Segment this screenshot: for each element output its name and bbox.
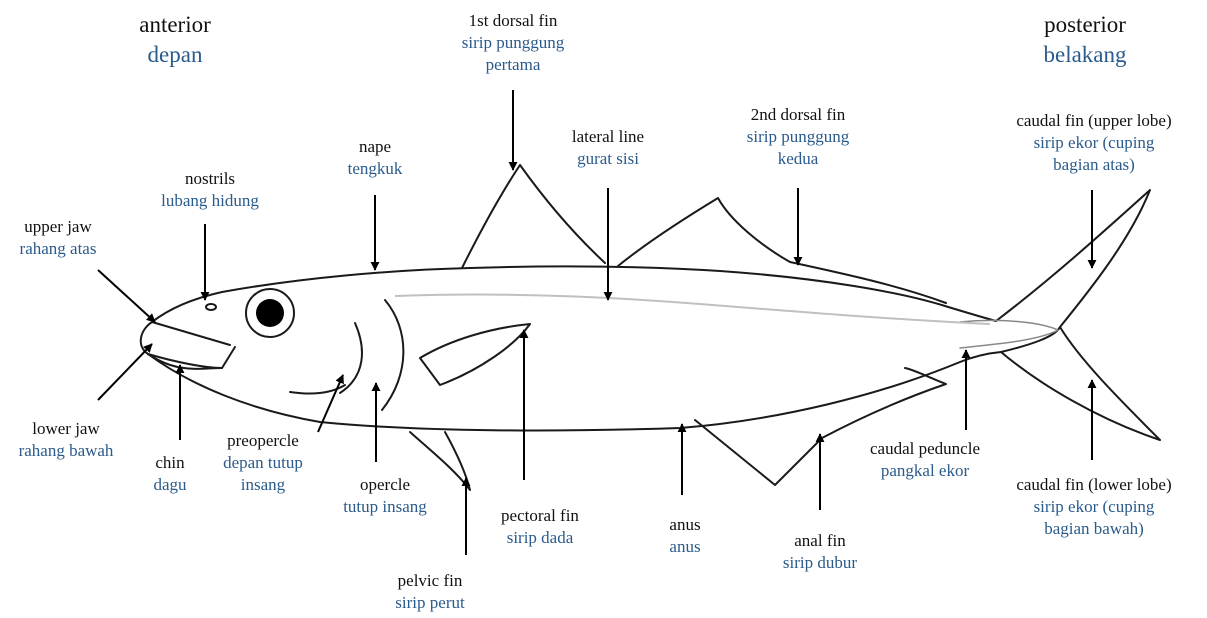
label-chin-id: dagu xyxy=(140,474,200,496)
lateral-line xyxy=(395,294,990,324)
label-anal-fin-en: anal fin xyxy=(765,530,875,552)
label-preopercle-id2: insang xyxy=(208,474,318,496)
label-anterior-en: anterior xyxy=(110,10,240,40)
label-caudal-lower-id2: bagian bawah) xyxy=(990,518,1198,540)
label-preopercle-en: preopercle xyxy=(208,430,318,452)
label-opercle-id: tutup insang xyxy=(322,496,448,518)
label-lower-jaw: lower jaw rahang bawah xyxy=(2,418,130,462)
label-chin: chin dagu xyxy=(140,452,200,496)
eye-pupil xyxy=(256,299,284,327)
label-caudal-upper-id2: bagian atas) xyxy=(990,154,1198,176)
label-upper-jaw-id: rahang atas xyxy=(2,238,114,260)
label-preopercle-id1: depan tutup xyxy=(208,452,318,474)
label-posterior-id: belakang xyxy=(1020,40,1150,70)
label-nape-en: nape xyxy=(325,136,425,158)
label-anus: anus anus xyxy=(655,514,715,558)
label-second-dorsal-fin-en: 2nd dorsal fin xyxy=(718,104,878,126)
fish-belly-outline xyxy=(148,352,1001,430)
label-lateral-line-en: lateral line xyxy=(548,126,668,148)
label-second-dorsal-fin-id1: sirip punggung xyxy=(718,126,878,148)
label-chin-en: chin xyxy=(140,452,200,474)
label-posterior-en: posterior xyxy=(1020,10,1150,40)
arrow-upper-jaw xyxy=(98,270,155,322)
label-caudal-lower-id1: sirip ekor (cuping xyxy=(990,496,1198,518)
label-upper-jaw-en: upper jaw xyxy=(2,216,114,238)
label-preopercle: preopercle depan tutup insang xyxy=(208,430,318,496)
label-lower-jaw-id: rahang bawah xyxy=(2,440,130,462)
arrow-lower-jaw xyxy=(98,344,152,400)
label-first-dorsal-fin-id2: pertama xyxy=(433,54,593,76)
label-opercle-en: opercle xyxy=(322,474,448,496)
nostril-mark xyxy=(206,304,216,310)
preopercle-line xyxy=(340,323,362,393)
label-caudal-upper-en: caudal fin (upper lobe) xyxy=(990,110,1198,132)
label-caudal-upper-id1: sirip ekor (cuping xyxy=(990,132,1198,154)
label-pelvic-fin-en: pelvic fin xyxy=(375,570,485,592)
label-first-dorsal-fin-id1: sirip punggung xyxy=(433,32,593,54)
label-first-dorsal-fin: 1st dorsal fin sirip punggung pertama xyxy=(433,10,593,76)
label-anterior-id: depan xyxy=(110,40,240,70)
label-pectoral-fin-id: sirip dada xyxy=(480,527,600,549)
peduncle-keel xyxy=(960,320,1058,348)
label-nostrils: nostrils lubang hidung xyxy=(140,168,280,212)
label-nostrils-en: nostrils xyxy=(140,168,280,190)
label-pectoral-fin-en: pectoral fin xyxy=(480,505,600,527)
label-lateral-line-id: gurat sisi xyxy=(548,148,668,170)
caudal-fin-outline xyxy=(996,190,1160,440)
label-opercle: opercle tutup insang xyxy=(322,474,448,518)
label-caudal-peduncle: caudal peduncle pangkal ekor xyxy=(850,438,1000,482)
label-anterior: anterior depan xyxy=(110,10,240,70)
label-nape: nape tengkuk xyxy=(325,136,425,180)
label-pectoral-fin: pectoral fin sirip dada xyxy=(480,505,600,549)
label-pelvic-fin-id: sirip perut xyxy=(375,592,485,614)
fish-upper-jaw xyxy=(152,322,230,345)
label-caudal-upper: caudal fin (upper lobe) sirip ekor (cupi… xyxy=(990,110,1198,176)
label-caudal-peduncle-id: pangkal ekor xyxy=(850,460,1000,482)
label-anus-en: anus xyxy=(655,514,715,536)
label-second-dorsal-fin: 2nd dorsal fin sirip punggung kedua xyxy=(718,104,878,170)
label-upper-jaw: upper jaw rahang atas xyxy=(2,216,114,260)
label-lateral-line: lateral line gurat sisi xyxy=(548,126,668,170)
label-caudal-lower: caudal fin (lower lobe) sirip ekor (cupi… xyxy=(990,474,1198,540)
label-posterior: posterior belakang xyxy=(1020,10,1150,70)
label-anal-fin-id: sirip dubur xyxy=(765,552,875,574)
label-nostrils-id: lubang hidung xyxy=(140,190,280,212)
label-second-dorsal-fin-id2: kedua xyxy=(718,148,878,170)
label-pelvic-fin: pelvic fin sirip perut xyxy=(375,570,485,614)
second-dorsal-fin-outline xyxy=(618,198,946,303)
label-nape-id: tengkuk xyxy=(325,158,425,180)
fish-mouth xyxy=(141,322,235,368)
label-caudal-lower-en: caudal fin (lower lobe) xyxy=(990,474,1198,496)
pectoral-fin-outline xyxy=(420,324,530,385)
label-anus-id: anus xyxy=(655,536,715,558)
first-dorsal-fin-outline xyxy=(462,165,605,268)
label-first-dorsal-fin-en: 1st dorsal fin xyxy=(433,10,593,32)
label-anal-fin: anal fin sirip dubur xyxy=(765,530,875,574)
label-lower-jaw-en: lower jaw xyxy=(2,418,130,440)
label-caudal-peduncle-en: caudal peduncle xyxy=(850,438,1000,460)
opercle-line xyxy=(382,300,403,410)
